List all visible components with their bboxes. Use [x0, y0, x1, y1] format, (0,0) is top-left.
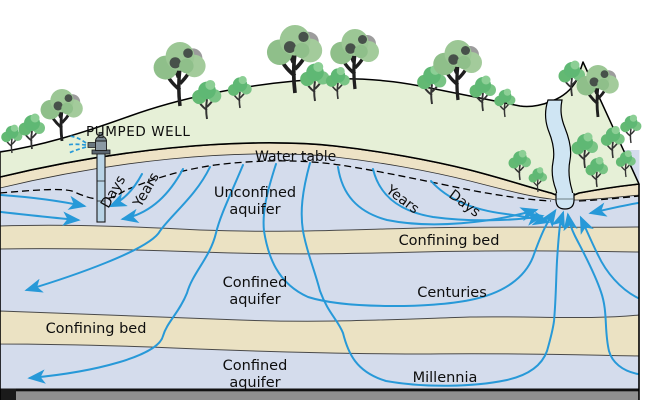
- flow-line: [24, 166, 211, 293]
- basement-left-block: [0, 388, 16, 400]
- label-confined-aquifer-upper-line2: aquifer: [229, 292, 280, 308]
- flow-line: [372, 168, 545, 226]
- flow-line: [108, 173, 143, 208]
- flow-line: [0, 194, 87, 210]
- label-confining-bed-upper: Confining bed: [399, 233, 500, 249]
- flow-line: [27, 164, 244, 384]
- label-millennia: Millennia: [413, 370, 478, 386]
- stream-channel-notch: [555, 193, 575, 210]
- well-pipe-joints: [97, 180, 105, 202]
- label-confined-aquifer-lower-line2: aquifer: [229, 375, 280, 391]
- pump-well-icon: [66, 132, 111, 223]
- flow-line: [579, 215, 639, 299]
- flow-line: [588, 202, 639, 217]
- flow-lines: [0, 162, 639, 387]
- pump-spout: [87, 142, 96, 148]
- label-confined-aquifer-upper-line1: Confined: [223, 275, 288, 291]
- flow-line-millennia: [300, 162, 565, 387]
- pump-vent: [98, 132, 104, 138]
- flow-line: [563, 212, 639, 375]
- label-confined-aquifer-lower-line1: Confined: [223, 358, 288, 374]
- flow-line: [120, 168, 184, 223]
- flow-line: [430, 180, 551, 226]
- label-unconfined-aquifer-line1: Unconfined: [214, 185, 296, 201]
- flow-line: [0, 211, 81, 226]
- water-table-line: [0, 160, 640, 202]
- well-pipe: [96, 152, 106, 223]
- basement-top-line: [0, 388, 640, 392]
- label-unconfined-aquifer-line2: aquifer: [229, 202, 280, 218]
- label-confining-bed-lower: Confining bed: [46, 321, 147, 337]
- label-water-table: Water table: [255, 149, 336, 165]
- basement-layer: [0, 391, 640, 400]
- label-pumped-well: PUMPED WELL: [86, 124, 191, 140]
- label-centuries: Centuries: [417, 285, 487, 301]
- pump-body: [95, 140, 107, 151]
- water-spray-icon: [66, 135, 87, 154]
- flow-line: [337, 166, 539, 226]
